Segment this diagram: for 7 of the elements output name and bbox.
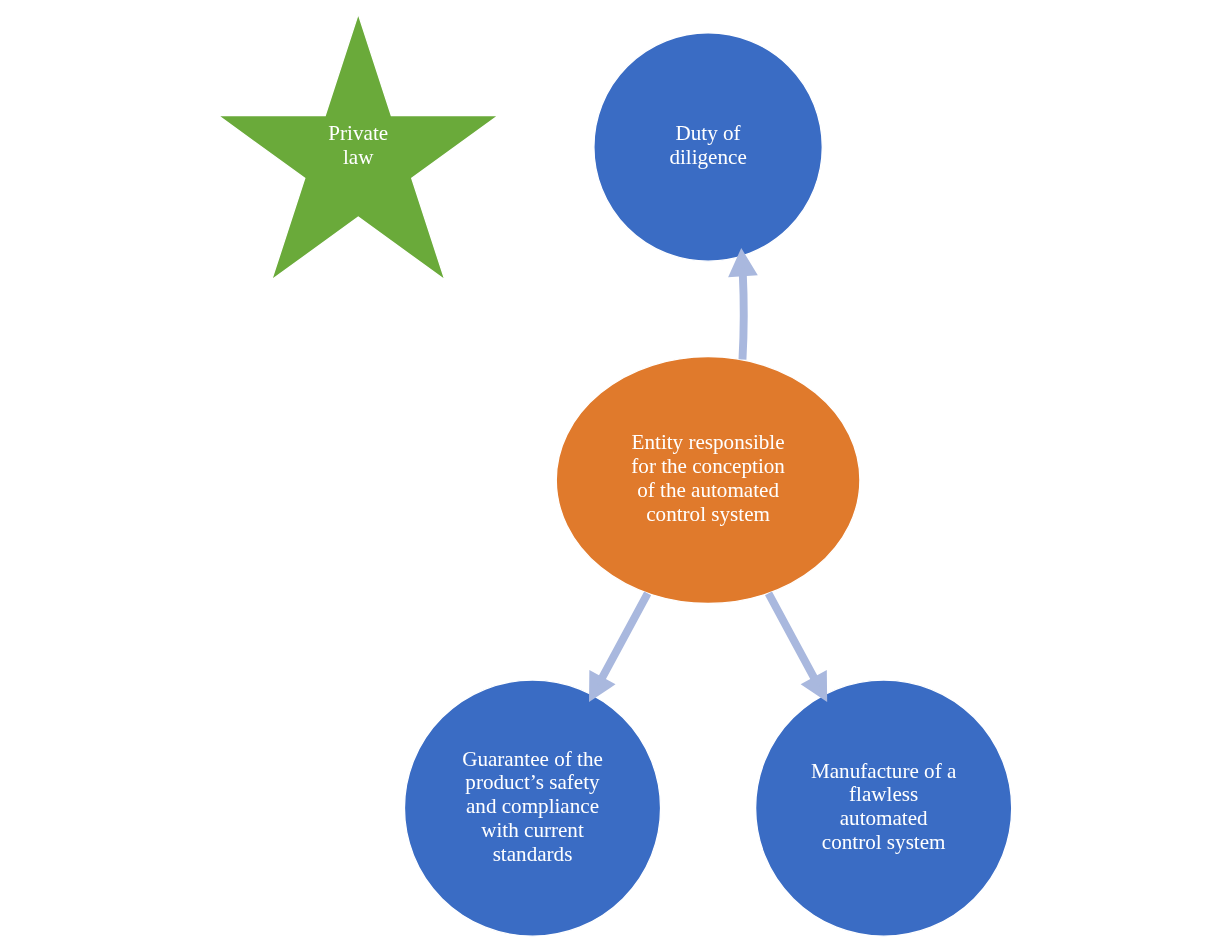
node-circle: Manufacture of a flawless automated control system	[754, 679, 1013, 937]
arrow	[765, 591, 828, 703]
node-ellipse: Entity responsible for the conception of the automated control system	[555, 355, 861, 605]
arrow	[728, 247, 758, 360]
arrow	[589, 591, 652, 703]
node-circle: Guarantee of the product’s safety and compliance with current standards	[403, 679, 662, 937]
node-circle: Duty of diligence	[593, 32, 823, 262]
